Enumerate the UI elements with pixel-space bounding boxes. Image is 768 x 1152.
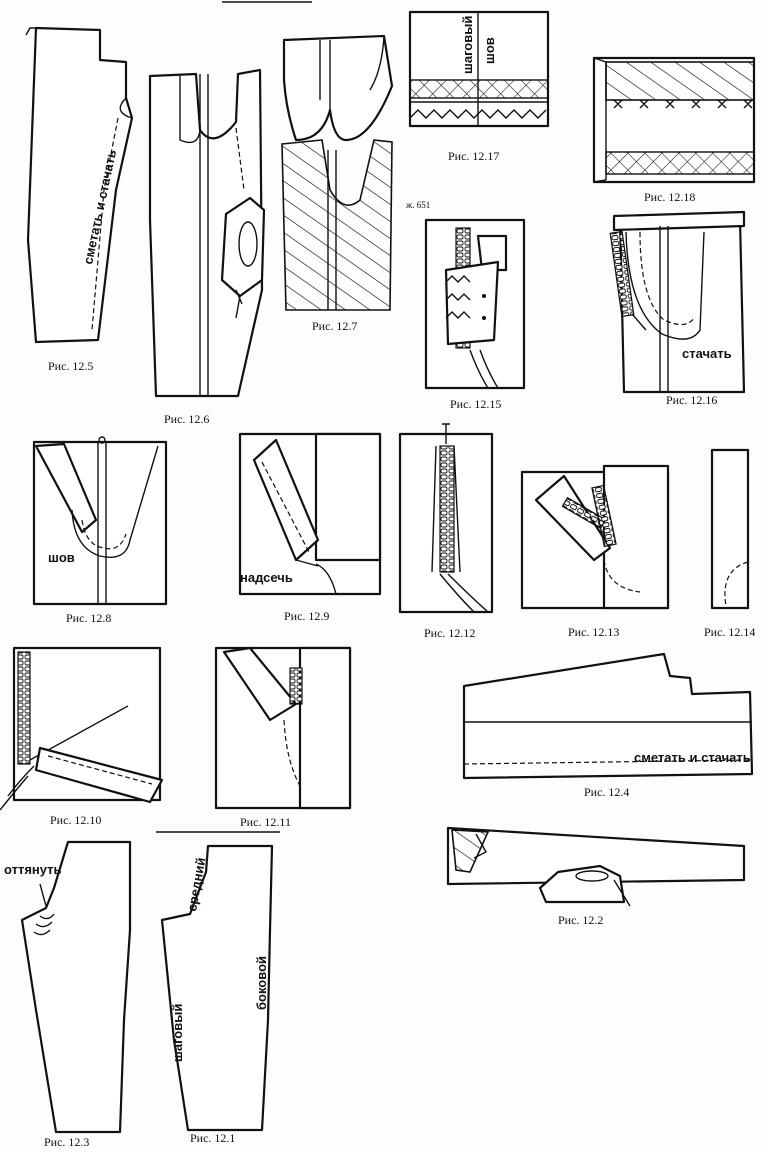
figure-12-18: Рис. 12.18	[592, 56, 756, 204]
caption-12-5: Рис. 12.5	[48, 359, 93, 373]
label-12-1-inseam: шаговый	[170, 1004, 185, 1062]
caption-12-13: Рис. 12.13	[568, 625, 619, 639]
label-12-17-bottom: шов	[482, 37, 497, 64]
figure-12-14: Рис. 12.14	[704, 448, 755, 639]
figure-12-8: шов Рис. 12.8	[32, 436, 168, 625]
caption-12-10: Рис. 12.10	[50, 813, 101, 827]
caption-12-1: Рис. 12.1	[190, 1131, 235, 1145]
divider-rule	[156, 1, 312, 833]
caption-12-17: Рис. 12.17	[448, 149, 499, 163]
label-12-1-side: боковой	[254, 956, 269, 1010]
caption-12-15: Рис. 12.15	[450, 397, 501, 411]
caption-12-6: Рис. 12.6	[164, 412, 209, 426]
figure-12-9: надсечь Рис. 12.9	[238, 432, 382, 623]
caption-12-2: Рис. 12.2	[558, 913, 603, 927]
caption-12-12: Рис. 12.12	[424, 626, 475, 640]
figure-12-10: Рис. 12.10	[0, 646, 164, 827]
caption-12-16: Рис. 12.16	[666, 393, 717, 407]
label-12-8: шов	[48, 550, 75, 565]
figure-12-12: Рис. 12.12	[398, 423, 494, 640]
figure-12-15: ж. 651 Рис. 12.15	[405, 200, 526, 411]
label-12-3: оттянуть	[4, 862, 62, 877]
figure-12-3: оттянуть Рис. 12.3	[4, 840, 132, 1149]
label-12-16: стачать	[682, 346, 732, 361]
figure-12-11: Рис. 12.11	[214, 646, 352, 829]
caption-12-7: Рис. 12.7	[312, 319, 357, 333]
caption-12-4: Рис. 12.4	[584, 785, 629, 799]
caption-12-3: Рис. 12.3	[44, 1135, 89, 1149]
label-12-4: сметать и стачать	[634, 750, 751, 765]
caption-12-9: Рис. 12.9	[284, 609, 329, 623]
caption-12-11: Рис. 12.11	[240, 815, 291, 829]
side-note-12-15: ж. 651	[405, 200, 430, 210]
figure-12-17: шаговый шов Рис. 12.17	[408, 10, 550, 163]
figure-12-4: сметать и стачать Рис. 12.4	[462, 652, 754, 799]
label-12-9: надсечь	[240, 570, 293, 585]
label-12-17-top: шаговый	[460, 16, 475, 74]
figure-12-13: Рис. 12.13	[520, 464, 670, 639]
caption-12-8: Рис. 12.8	[66, 611, 111, 625]
caption-12-14: Рис. 12.14	[704, 625, 755, 639]
caption-12-18: Рис. 12.18	[644, 190, 695, 204]
figure-12-5: сметать и стачать Рис. 12.5	[25, 26, 134, 373]
figure-12-1: средний боковой шаговый Рис. 12.1	[160, 844, 274, 1145]
figure-12-6: Рис. 12.6	[148, 68, 266, 426]
figure-12-7: Рис. 12.7	[281, 34, 394, 333]
figure-12-16: стачать Рис. 12.16	[609, 210, 746, 407]
figure-12-2: Рис. 12.2	[446, 826, 746, 927]
